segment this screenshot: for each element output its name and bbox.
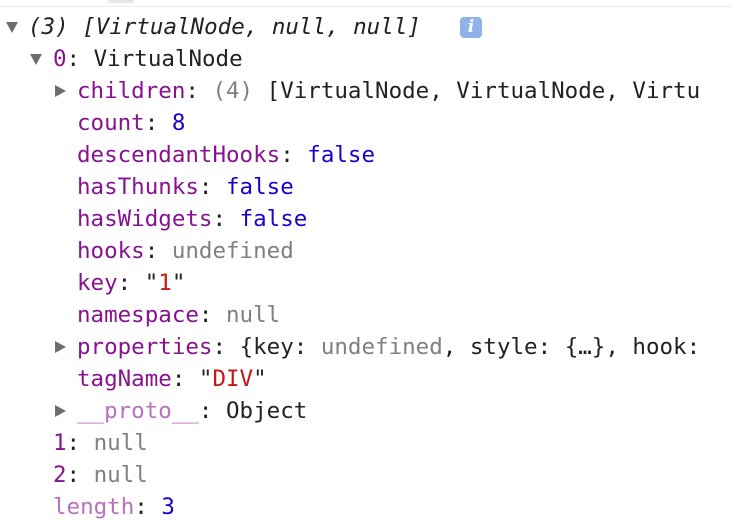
prop-value: false [307,142,376,168]
preview-key: key [253,334,294,360]
item-key: 0 [53,46,67,72]
children-count: (4) [212,78,254,104]
array-count: (3) [28,14,69,40]
prop-key: hasThunks [77,174,199,200]
prop-key: hooks [77,238,145,264]
prop-key-row: key: "1" [77,270,186,296]
array-item-0-row[interactable]: 0: VirtualNode [0,44,243,74]
prop-hasthunks-row: hasThunks: false [77,174,294,200]
preview-value: undefined [320,334,443,360]
prop-key: namespace [77,302,199,328]
prop-value: 8 [171,110,186,136]
children-preview: [VirtualNode, VirtualNode, Virtu [266,78,701,104]
expand-down-triangle-icon[interactable] [30,54,42,65]
prop-namespace-row: namespace: null [77,302,281,328]
prop-proto-row[interactable]: __proto__: Object [0,396,307,426]
prop-key: key [77,270,118,296]
expand-right-triangle-icon[interactable] [55,405,66,417]
array-item-1-row: 1: null [53,430,148,456]
prop-value: undefined [171,238,294,264]
array-preview: [VirtualNode, null, null] [82,14,421,40]
prop-value: Object [226,398,308,424]
array-summary: (3) [VirtualNode, null, null] [28,12,421,42]
array-length-row: length: 3 [53,494,175,520]
console-top-edge [0,0,732,7]
prop-tagname-row: tagName: "DIV" [77,366,267,392]
prop-value: false [239,206,308,232]
prop-children-row[interactable]: children: (4) [VirtualNode, VirtualNode,… [0,76,700,106]
prop-key: properties [77,334,213,360]
prop-value: null [226,302,281,328]
prop-value: 1 [158,270,172,296]
item-key: 2 [53,462,67,488]
length-key: length [53,494,135,520]
expand-right-triangle-icon[interactable] [55,85,66,97]
array-item-2-row: 2: null [53,462,148,488]
length-value: 3 [161,494,175,520]
info-icon[interactable]: i [460,17,482,38]
prop-properties-row[interactable]: properties: {key: undefined, style: {…},… [0,332,700,362]
prop-key: descendantHooks [77,142,281,168]
prop-hooks-row: hooks: undefined [77,238,294,264]
item-type: VirtualNode [93,46,243,72]
prop-value: DIV [212,366,254,392]
prop-key: tagName [77,366,172,392]
previous-message-edge [108,0,134,3]
preview-value: {…} [564,334,606,360]
array-header-row[interactable]: (3) [VirtualNode, null, null] i [0,12,482,42]
expand-down-triangle-icon[interactable] [6,22,18,33]
prop-descendanthooks-row: descendantHooks: false [77,142,376,168]
preview-key: hook [632,334,687,360]
prop-key: hasWidgets [77,206,213,232]
prop-value: false [226,174,294,200]
item-key: 1 [53,430,67,456]
prop-key: count [77,110,145,136]
item-value: null [93,430,148,456]
prop-key: __proto__ [77,398,199,424]
prop-count-row: count: 8 [77,110,186,136]
preview-key: style [469,334,538,360]
expand-right-triangle-icon[interactable] [55,341,66,353]
item-value: null [93,462,148,488]
prop-haswidgets-row: hasWidgets: false [77,206,308,232]
prop-key: children [77,78,186,104]
